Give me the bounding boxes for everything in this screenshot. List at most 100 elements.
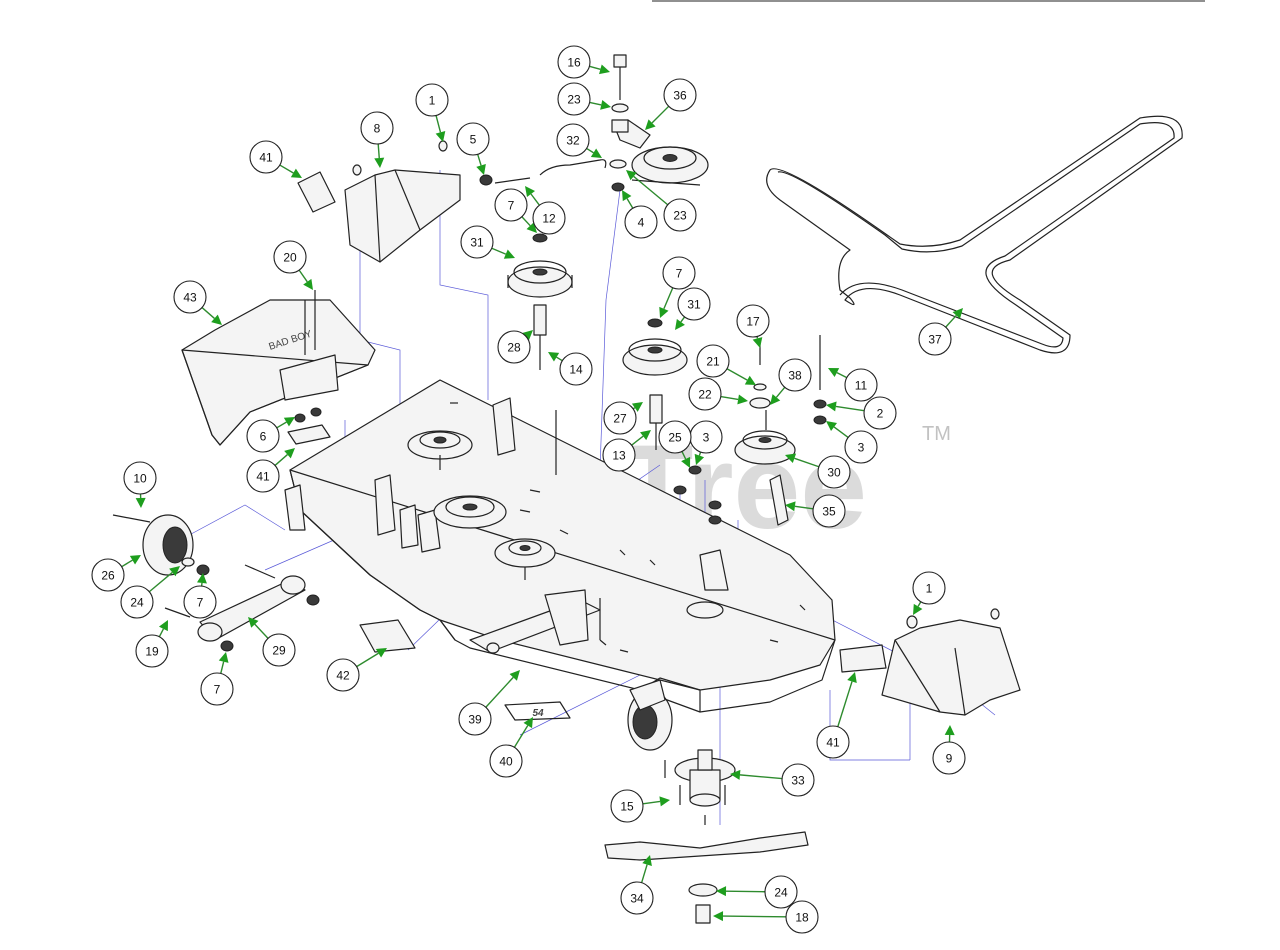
callout-arrow-head [675, 318, 685, 330]
idler-pulley-lower [622, 338, 688, 376]
callout-bubble [123, 461, 157, 495]
callout-bubble [736, 304, 770, 338]
callout-22: 22 [688, 377, 748, 411]
callout-7: 7 [659, 256, 696, 318]
callout-number: 20 [283, 251, 297, 265]
callout-leader-line [631, 435, 644, 446]
callout-number: 9 [946, 752, 953, 766]
callout-number: 13 [612, 449, 626, 463]
callout-41: 41 [246, 448, 295, 493]
callout-number: 43 [183, 291, 197, 305]
callout-arrow-head [303, 278, 313, 290]
callout-bubble [456, 122, 490, 156]
callout-arrow-head [913, 603, 923, 615]
callout-1: 1 [912, 571, 946, 615]
callout-number: 23 [567, 93, 581, 107]
callout-leader-line [651, 105, 670, 124]
callout-41: 41 [816, 672, 857, 759]
callout-bubble [557, 82, 591, 116]
callout-arrow-head [944, 725, 955, 736]
callout-26: 26 [91, 555, 141, 592]
callout-31: 31 [675, 287, 711, 330]
callout-leader-line [633, 175, 669, 206]
callout-29: 29 [248, 617, 296, 667]
callout-number: 36 [673, 89, 687, 103]
callout-10: 10 [123, 461, 157, 508]
callout-number: 38 [788, 369, 802, 383]
callout-bubble [610, 789, 644, 823]
callout-arrow-head [828, 368, 840, 378]
decal-plates [287, 171, 887, 673]
callout-leader-line [640, 864, 648, 883]
callout-bubble [602, 438, 636, 472]
callout-38: 38 [770, 358, 812, 405]
deck-pulley-left-rear [407, 430, 473, 470]
callout-arrow-head [590, 148, 602, 158]
callout-leader-line [794, 457, 820, 468]
callout-number: 32 [566, 134, 580, 148]
callout-arrow-head [681, 456, 691, 468]
callout-number: 15 [620, 800, 634, 814]
idler-arm-assembly [611, 119, 709, 186]
callout-bubble [326, 658, 360, 692]
callout-leader-line [726, 368, 748, 381]
callout-number: 1 [926, 582, 933, 596]
callout-number: 5 [470, 133, 477, 147]
callout-leader-line [254, 623, 269, 639]
callout-28: 28 [497, 330, 533, 364]
callout-bubble [494, 188, 528, 222]
deck-size-decal-text: 54 [532, 708, 544, 719]
callout-leader-line [917, 601, 922, 607]
callout-4: 4 [622, 190, 658, 239]
callout-leader-line [158, 628, 165, 638]
callout-arrow-head [196, 573, 207, 584]
callout-leader-line [722, 915, 787, 918]
callout-18: 18 [713, 900, 819, 934]
callout-leader-line [681, 451, 687, 460]
callout-number: 39 [468, 713, 482, 727]
callout-arrow-head [622, 190, 632, 202]
callout-7: 7 [494, 188, 537, 233]
callout-arrow-head [129, 555, 141, 565]
callout-leader-line [377, 143, 380, 159]
callout-6: 6 [246, 417, 295, 453]
callout-leader-line [220, 661, 225, 674]
callout-number: 29 [272, 644, 286, 658]
callout-number: 16 [567, 56, 581, 70]
callout-leader-line [698, 451, 702, 456]
callout-number: 41 [256, 470, 270, 484]
callout-13: 13 [602, 430, 651, 472]
callout-bubble [262, 633, 296, 667]
callout-arrow-head [548, 352, 560, 362]
callout-number: 22 [698, 388, 712, 402]
callout-leader-line [725, 890, 766, 893]
callout-leader-line [642, 800, 661, 805]
callout-leader-line [121, 559, 133, 568]
callout-arrow-head [375, 648, 387, 658]
callout-arrow-head [640, 430, 651, 441]
callout-40: 40 [489, 717, 533, 778]
callout-bubble [173, 280, 207, 314]
callout-39: 39 [458, 670, 520, 736]
callout-arrow-head [694, 453, 705, 465]
idler-pulley-upper [507, 260, 573, 298]
deck-pulley-center [494, 538, 556, 580]
callout-7: 7 [183, 573, 217, 619]
callout-number: 14 [569, 363, 583, 377]
callout-leader-line [833, 426, 849, 439]
anti-scalp-arm [197, 575, 306, 642]
callout-number: 26 [101, 569, 115, 583]
callout-19: 19 [135, 620, 169, 668]
callout-arrow-head [525, 186, 535, 197]
callout-leader-line [530, 193, 540, 206]
callout-leader-line [201, 307, 215, 319]
callout-arrow-head [730, 769, 741, 780]
callout-arrow-head [952, 308, 963, 319]
callout-bubble [497, 330, 531, 364]
callout-bubble [360, 111, 394, 145]
belt-pulley-right [734, 430, 796, 465]
callout-number: 6 [260, 430, 267, 444]
callout-number: 41 [826, 736, 840, 750]
callout-number: 19 [145, 645, 159, 659]
